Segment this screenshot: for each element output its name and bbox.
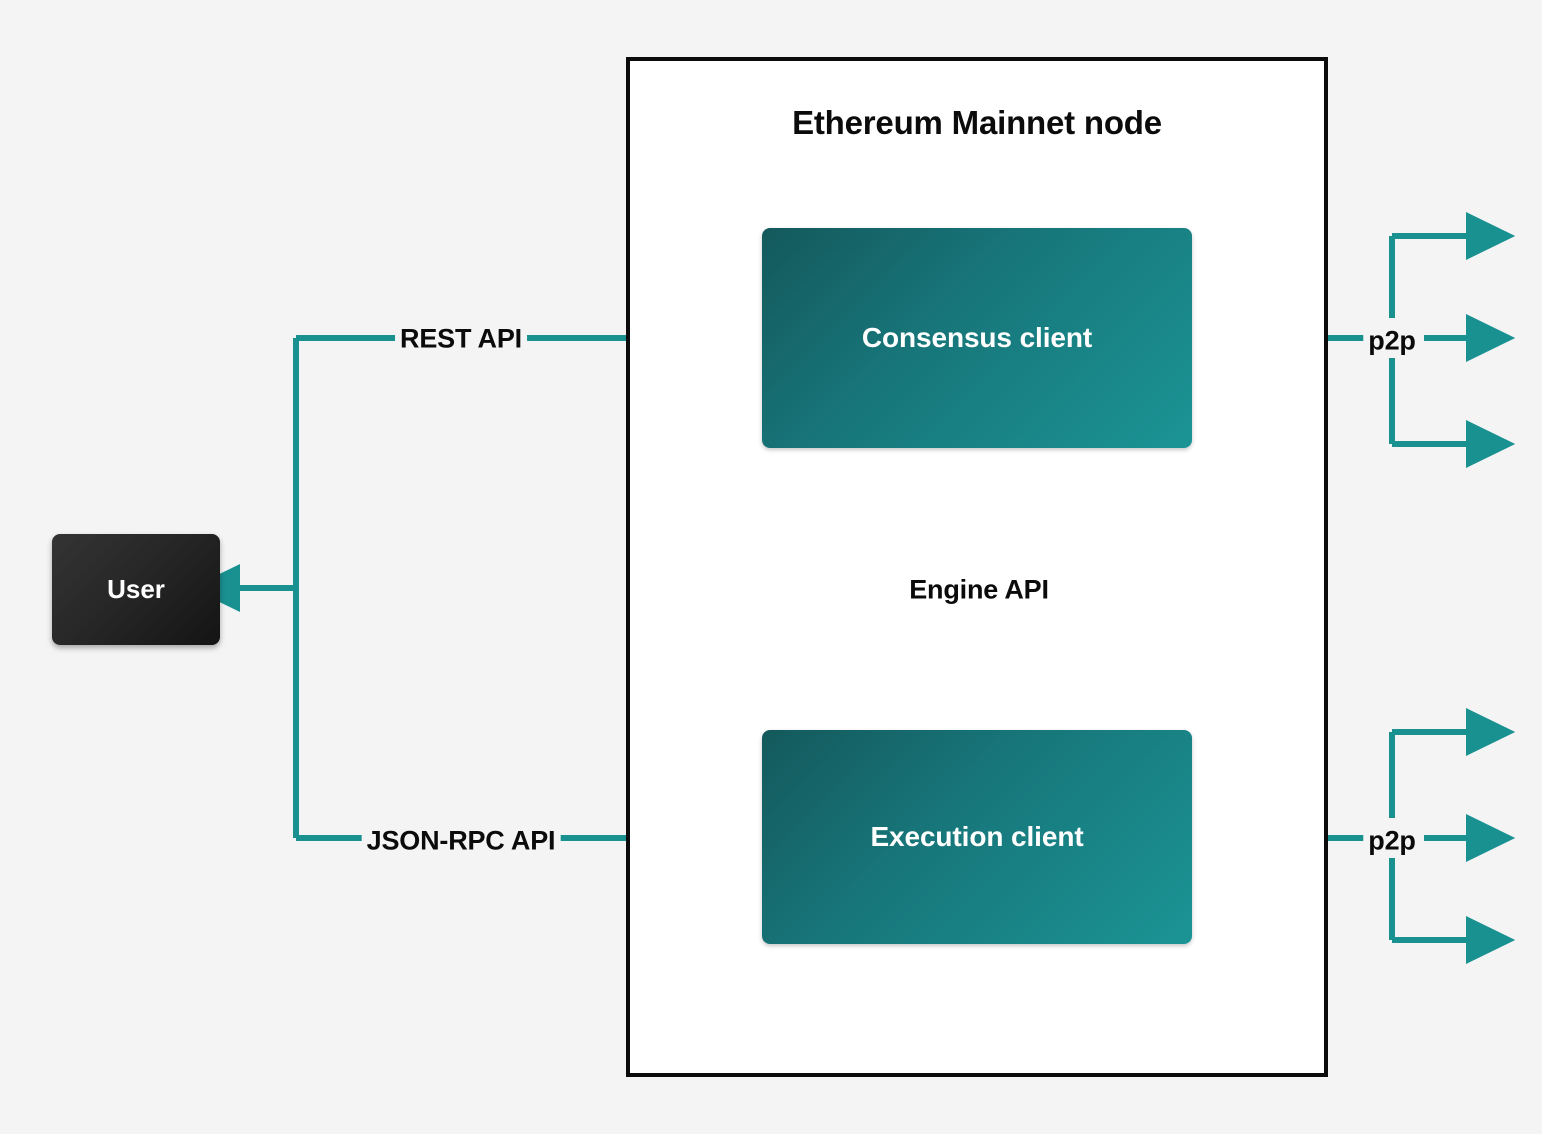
edge-label-p2p-consensus: p2p — [1363, 325, 1421, 357]
execution-client-label: Execution client — [870, 821, 1084, 852]
consensus-client-node[interactable]: Consensus client — [762, 228, 1192, 448]
edge-label-engine-api: Engine API — [904, 574, 1054, 606]
execution-client-node[interactable]: Execution client — [762, 730, 1192, 944]
edge-label-p2p-execution: p2p — [1363, 825, 1421, 857]
edge-label-json-rpc-api: JSON-RPC API — [361, 825, 561, 857]
consensus-client-label: Consensus client — [861, 322, 1093, 353]
page-title: Ethereum Mainnet node — [792, 104, 1162, 141]
user-node-label: User — [107, 574, 165, 604]
edge-label-rest-api: REST API — [395, 323, 527, 355]
user-node[interactable]: User — [52, 534, 220, 645]
